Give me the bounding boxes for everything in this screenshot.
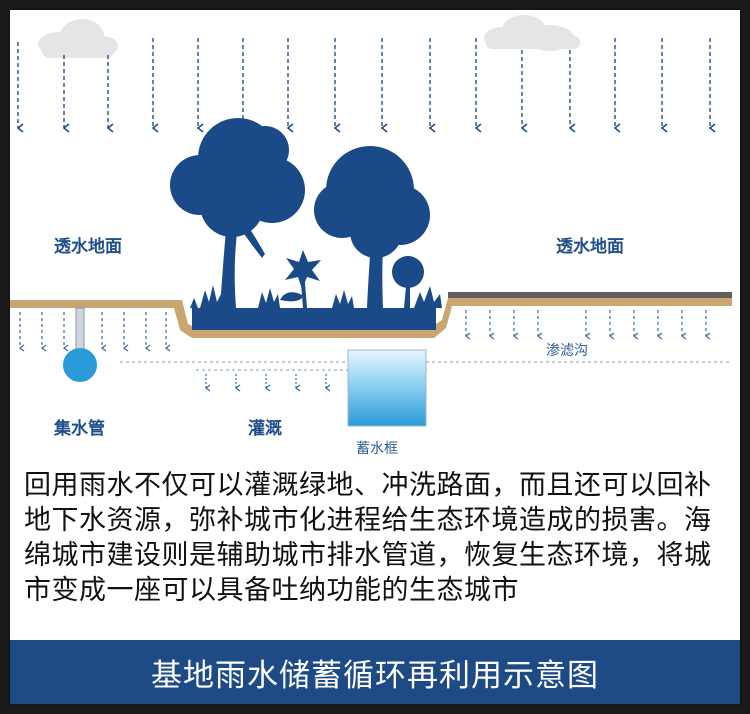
permeable-pavement-right (448, 292, 732, 298)
label-storage-box: 蓄水框 (356, 441, 398, 457)
permeable-ground-left (10, 298, 732, 338)
diagram-frame: 透水地面 透水地面 渗滤沟 集水管 灌溉 蓄水框 回用雨水不仅可以灌溉绿地、冲洗… (8, 8, 742, 706)
label-irrigation: 灌溉 (248, 419, 282, 439)
label-infiltration-ditch: 渗滤沟 (546, 343, 588, 359)
rain-arrows (16, 38, 716, 133)
cloud-left-icon (38, 19, 118, 58)
collection-pipe-icon (63, 307, 97, 382)
water-storage-box (347, 349, 427, 427)
cloud-right-icon (484, 15, 580, 51)
label-collection-pipe: 集水管 (54, 419, 105, 439)
diagram-title: 基地雨水储蓄循环再利用示意图 (151, 657, 599, 694)
label-permeable-ground-left: 透水地面 (54, 237, 122, 257)
rainwater-scene (10, 15, 732, 427)
title-banner: 基地雨水储蓄循环再利用示意图 (10, 640, 740, 704)
planting-bed (192, 308, 436, 330)
label-permeable-ground-right: 透水地面 (556, 237, 624, 257)
description-text: 回用雨水不仅可以灌溉绿地、冲洗路面，而且还可以回补地下水资源，弥补城市化进程给生… (24, 470, 712, 606)
infiltration-arrows-left (18, 312, 171, 352)
trees-and-plants (170, 118, 442, 308)
infiltration-arrows-right (464, 310, 711, 340)
